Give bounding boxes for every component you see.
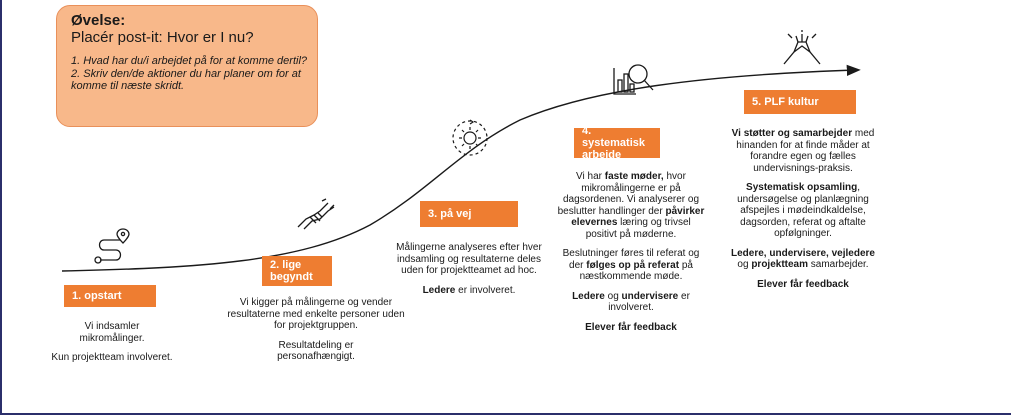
s5-p2-a: Systematisk opsamling [746, 182, 858, 193]
stage-2-label: 2. lige begyndt [262, 256, 332, 286]
s4-p1-b: faste møder, [604, 171, 664, 182]
stage-5-text-3: Ledere, undervisere, vejledere og projek… [726, 248, 880, 271]
clasped-hands-icon [783, 30, 821, 65]
stage-4-text-1: Vi har faste møder, hvor mikromålingerne… [556, 171, 706, 240]
s5-p3-b: og [737, 259, 752, 270]
stage-3-rest: er involveret. [455, 284, 516, 296]
stage-3-bold: Ledere [422, 284, 456, 296]
s5-p3-c: projektteam [751, 259, 808, 270]
stage-1-text-2: Kun projektteam involveret. [51, 352, 173, 363]
s5-p1-b: med hinanden for at finde måder at foran… [736, 128, 875, 174]
stage-5-description: Vi støtter og samarbejder med hinanden f… [726, 128, 880, 298]
stage-3-text-2: Ledere er involveret. [394, 285, 544, 297]
s5-p2-b: , undersøgelse og planlægning afspejles … [737, 182, 869, 239]
stage-3-label: 3. på vej [420, 201, 518, 227]
exercise-question-1: 1. Hvad har du/i arbejdet på for at komm… [71, 55, 308, 67]
handshake-icon [297, 198, 335, 230]
stage-5-label: 5. PLF kultur [744, 90, 856, 114]
s4-p1-e: læring og trivsel positivt på møderne. [585, 217, 691, 240]
stage-4-text-4: Elever får feedback [556, 322, 706, 334]
exercise-title: Øvelse: [71, 12, 126, 29]
s4-p2-b: følges op på referat [586, 259, 680, 271]
s5-p3-d: samarbejder. [808, 259, 869, 270]
s4-p3-b: og [604, 290, 622, 302]
stage-2-description: Vi kigger på målingerne og vender result… [226, 297, 406, 371]
stage-4-text-2: Beslutninger føres til referat og der fø… [556, 248, 706, 283]
stage-1-label: 1. opstart [64, 285, 156, 307]
stage-3-label-text: 3. på vej [428, 208, 472, 220]
stage-5-text-1: Vi støtter og samarbejder med hinanden f… [726, 128, 880, 174]
exercise-questions: 1. Hvad har du/i arbejdet på for at komm… [71, 55, 307, 93]
stage-1-label-text: 1. opstart [72, 290, 122, 302]
stage-1-description: Vi indsamler mikromålinger. Kun projektt… [32, 321, 192, 372]
stage-2-label-text: 2. lige begyndt [270, 259, 313, 283]
stage-5-text-2: Systematisk opsamling, undersøgelse og p… [726, 182, 880, 240]
exercise-subtitle: Placér post-it: Hvor er I nu? [71, 29, 254, 46]
s4-p4: Elever får feedback [585, 321, 677, 333]
s4-p1-d: påvirker elevernes [571, 205, 705, 229]
stage-4-text-3: Ledere og undervisere er involveret. [556, 291, 706, 314]
s5-p3-a: Ledere, undervisere, vejledere [731, 247, 875, 259]
s4-p2-c: på næstkommende møde. [579, 259, 693, 283]
s4-p1-c: hvor mikromålingerne er på dagsordenen. … [557, 171, 700, 217]
stage-5-text-4: Elever får feedback [726, 279, 880, 291]
stage-4-label-text: 4. systematisk arbejde [582, 125, 645, 161]
stage-4-description: Vi har faste møder, hvor mikromålingerne… [556, 171, 706, 341]
stage-3-description: Målingerne analyseres efter hver indsaml… [394, 242, 544, 304]
s4-p3-a: Ledere [572, 290, 605, 302]
s4-p2-a: Beslutninger føres til referat og der [562, 248, 700, 271]
stage-4-label: 4. systematisk arbejde [574, 125, 660, 161]
stage-3-text-1: Målingerne analyseres efter hver indsaml… [396, 242, 542, 276]
s4-p3-c: undervisere [621, 290, 679, 302]
exercise-box: Øvelse: Placér post-it: Hvor er I nu? 1.… [56, 5, 318, 127]
s4-p3-d: er involveret. [608, 290, 690, 314]
stage-2-text-2: Resultatdeling er personafhængigt. [277, 339, 355, 363]
stage-5-label-text: 5. PLF kultur [752, 96, 819, 108]
path-route-icon [94, 228, 130, 264]
stage-1-text-1: Vi indsamler mikromålinger. [79, 321, 145, 344]
gear-cycle-icon [452, 119, 488, 156]
stage-2-text-1: Vi kigger på målingerne og vender result… [227, 297, 405, 331]
chart-magnifier-icon [613, 64, 654, 95]
exercise-question-2: 2. Skriv den/de aktioner du har planer o… [71, 67, 301, 93]
s5-p1-a: Vi støtter og samarbejder [731, 128, 853, 139]
s5-p4: Elever får feedback [757, 278, 849, 290]
s4-p1-a: Vi har [576, 171, 605, 182]
